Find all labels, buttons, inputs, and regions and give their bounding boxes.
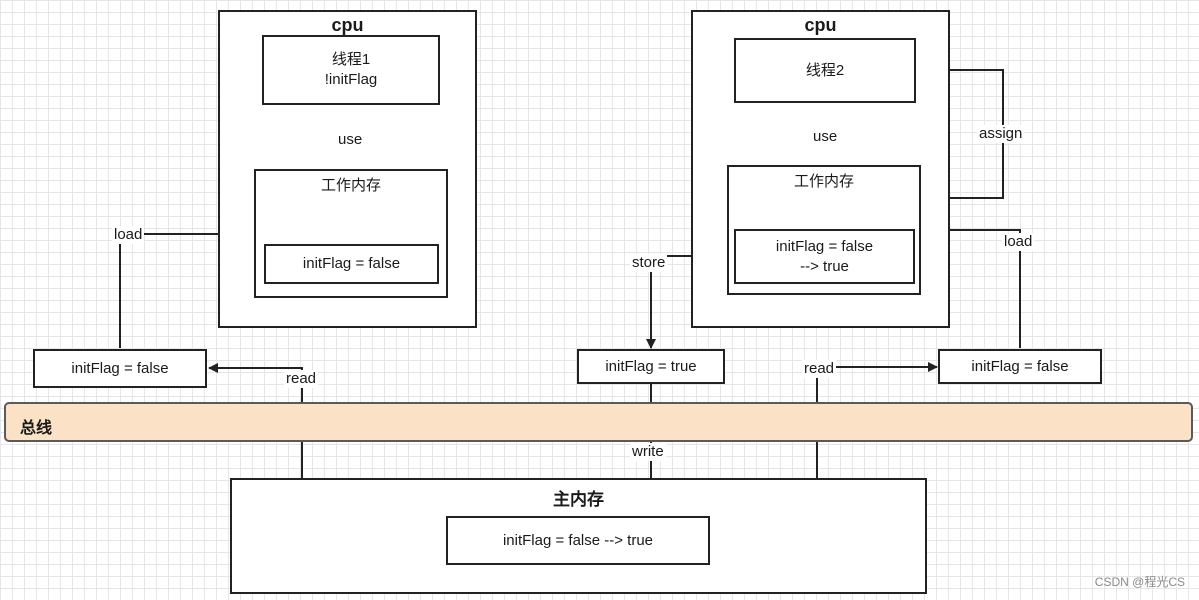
thread2-box: 线程2 <box>734 38 916 103</box>
thread1-condition: !initFlag <box>324 71 378 88</box>
right-read-label: read <box>802 360 837 378</box>
main-memory-value: initFlag = false --> true <box>446 516 710 565</box>
cpu1-work-memory-title: 工作内存 <box>320 177 381 194</box>
right-load-label: load <box>1002 233 1035 251</box>
cpu2-value-line1: initFlag = false <box>775 237 874 255</box>
write-label: write <box>630 443 666 461</box>
cpu2-use-label: use <box>811 128 840 146</box>
cpu2-work-memory-title: 工作内存 <box>793 173 854 190</box>
bus-label: 总线 <box>20 420 53 437</box>
cpu2-title: cpu <box>804 15 837 35</box>
right-load-arrow <box>924 225 1021 348</box>
cpu2-work-memory-value: initFlag = false --> true <box>734 229 915 284</box>
cpu1-work-memory-value: initFlag = false <box>264 244 439 284</box>
thread1-name: 线程1 <box>331 51 371 68</box>
assign-label: assign <box>977 125 1025 143</box>
system-bus: 总线 <box>4 402 1193 442</box>
right-cache-box: initFlag = false <box>938 349 1102 384</box>
csdn-watermark: CSDN @程光CS <box>1094 575 1185 589</box>
left-read-label: read <box>284 370 319 388</box>
cpu1-use-label: use <box>336 131 365 149</box>
store-label: store <box>630 254 668 272</box>
cpu2-value-line2: --> true <box>800 257 849 275</box>
left-cache-box: initFlag = false <box>33 349 207 388</box>
middle-cache-box: initFlag = true <box>577 349 725 384</box>
cpu1-title: cpu <box>331 15 364 35</box>
main-memory-title: 主内存 <box>553 490 604 509</box>
thread1-box: 线程1 !initFlag <box>262 35 440 105</box>
left-load-label: load <box>112 226 145 244</box>
